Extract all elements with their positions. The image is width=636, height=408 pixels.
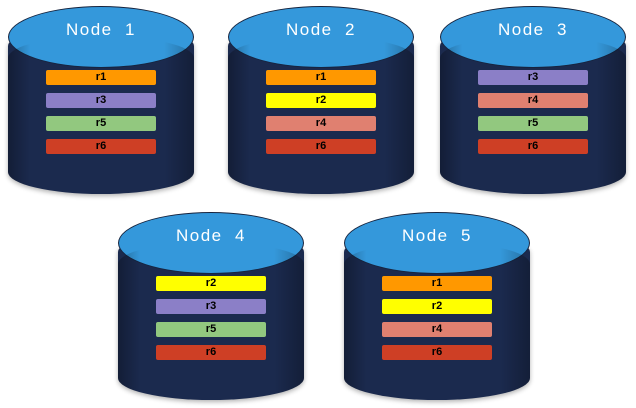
- shard-bar[interactable]: r5: [46, 116, 156, 131]
- database-node-4[interactable]: Node 4 r2 r3 r5 r6: [118, 212, 304, 400]
- shard-bar[interactable]: r6: [46, 139, 156, 154]
- shard-bar[interactable]: r1: [46, 70, 156, 85]
- node-label: Node 5: [401, 226, 473, 245]
- shard-bar[interactable]: r6: [382, 345, 492, 360]
- shard-bar[interactable]: r4: [266, 116, 376, 131]
- shard-bar[interactable]: r3: [46, 93, 156, 108]
- database-node-1[interactable]: Node 1 r1 r3 r5 r6: [8, 6, 194, 194]
- shard-bar[interactable]: r3: [156, 299, 266, 314]
- node-label: Node 3: [497, 20, 569, 39]
- cylinder-top-icon: [8, 6, 194, 68]
- node-label: Node 1: [65, 20, 137, 39]
- shard-list: r1 r2 r4 r6: [382, 276, 492, 360]
- cylinder-top-icon: [118, 212, 304, 274]
- shard-list: r3 r4 r5 r6: [478, 70, 588, 154]
- shard-bar[interactable]: r4: [382, 322, 492, 337]
- node-label: Node 4: [175, 226, 247, 245]
- database-node-3[interactable]: Node 3 r3 r4 r5 r6: [440, 6, 626, 194]
- database-node-2[interactable]: Node 2 r1 r2 r4 r6: [228, 6, 414, 194]
- shard-bar[interactable]: r1: [266, 70, 376, 85]
- shard-bar[interactable]: r6: [156, 345, 266, 360]
- cylinder-top-icon: [344, 212, 530, 274]
- shard-bar[interactable]: r2: [382, 299, 492, 314]
- shard-bar[interactable]: r2: [266, 93, 376, 108]
- database-node-5[interactable]: Node 5 r1 r2 r4 r6: [344, 212, 530, 400]
- cylinder-top-icon: [440, 6, 626, 68]
- shard-list: r1 r2 r4 r6: [266, 70, 376, 154]
- shard-bar[interactable]: r3: [478, 70, 588, 85]
- shard-bar[interactable]: r6: [478, 139, 588, 154]
- shard-bar[interactable]: r1: [382, 276, 492, 291]
- shard-bar[interactable]: r2: [156, 276, 266, 291]
- shard-list: r1 r3 r5 r6: [46, 70, 156, 154]
- node-label: Node 2: [285, 20, 357, 39]
- cylinder-top-icon: [228, 6, 414, 68]
- shard-bar[interactable]: r6: [266, 139, 376, 154]
- shard-list: r2 r3 r5 r6: [156, 276, 266, 360]
- shard-bar[interactable]: r5: [478, 116, 588, 131]
- shard-bar[interactable]: r4: [478, 93, 588, 108]
- shard-bar[interactable]: r5: [156, 322, 266, 337]
